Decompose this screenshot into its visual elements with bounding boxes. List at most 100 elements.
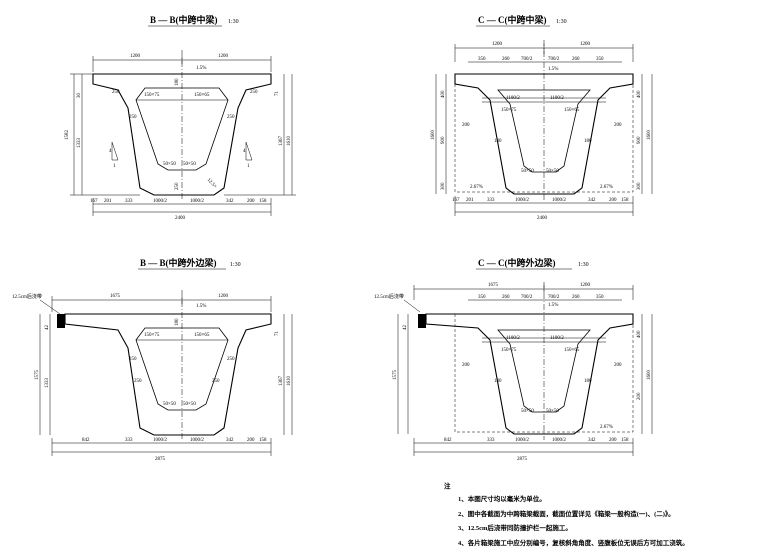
top-dim-right: 1200 — [218, 294, 229, 299]
right-dim: 200 — [637, 392, 642, 400]
bottom-dim: 200 — [609, 198, 617, 203]
inner-cell — [135, 87, 229, 171]
note-item: 2、图中各截面为中跨箱梁截面，截面位置详见《箱梁一般构造(一)、(二)》。 — [458, 509, 675, 518]
bottom-dim: 1000/2 — [153, 438, 167, 443]
bottom-dim: 333 — [487, 438, 495, 443]
panel-title: B — B(中跨中梁) — [150, 14, 218, 25]
bottom-dim: 201 — [104, 199, 112, 204]
inner-label: 50×50 — [521, 409, 534, 414]
left-dim-top: 42 — [45, 325, 50, 331]
bottom-dim: 342 — [226, 199, 234, 204]
bottom-dim: 1000/2 — [190, 438, 204, 443]
inner-label: 200 — [614, 363, 622, 368]
slope-label: 1.5% — [196, 304, 206, 309]
left-dim-web: 1333 — [45, 378, 50, 389]
top-dim-right: 1200 — [218, 54, 229, 59]
inner-label: 1100/2 — [506, 96, 520, 101]
right-dim: 900 — [637, 136, 642, 144]
top-sub-dim: 700/2 — [521, 295, 533, 300]
panel-cc-exterior: C — C(中跨外边梁) 1:30 1675 1200 1.5% 12.5cm后… — [374, 257, 653, 462]
bottom-dim: 158 — [621, 438, 629, 443]
inner-cell — [135, 327, 229, 411]
note-item: 1、本图尺寸均以毫米为单位。 — [458, 494, 546, 503]
inner-label: 150×75 — [501, 108, 517, 113]
inner-label: 200 — [462, 123, 470, 128]
bottom-dim: 1000/2 — [552, 198, 566, 203]
left-dim-height: 1575 — [393, 370, 398, 381]
haunch-label: 50×50 — [163, 402, 176, 407]
left-dim-top: 30 — [77, 93, 82, 99]
haunch-label: 150×75 — [144, 333, 160, 338]
inner-cell — [497, 89, 591, 173]
top-dim-right: 1200 — [580, 42, 591, 47]
bottom-dim: 200 — [247, 438, 255, 443]
bottom-dim: 158 — [259, 199, 267, 204]
panel-cc-middle: C — C(中跨中梁) 1:30 1200 1200 350 260 700/2… — [431, 14, 653, 221]
right-dim: 400 — [637, 330, 642, 338]
corner-note: 12.5× — [206, 178, 218, 190]
web-label: 250 — [227, 115, 235, 120]
left-dim-height: 1575 — [35, 370, 40, 381]
inner-label: 150×65 — [564, 108, 580, 113]
inner-label: 150×65 — [564, 348, 580, 353]
right-dim-web: 1367 — [279, 376, 284, 387]
edge-label: 12.5cm后浇带 — [374, 293, 404, 300]
notes-block: 注 1、本图尺寸均以毫米为单位。 2、图中各截面为中跨箱梁截面，截面位置详见《箱… — [444, 481, 689, 547]
top-sub-dim: 350 — [478, 295, 486, 300]
right-dim-top: 71 — [275, 91, 280, 97]
panel-title: C — C(中跨外边梁) — [478, 257, 556, 268]
note-item: 4、各片箱梁施工中应分别编号，复核斜角角度、竖腹板位无误后方可加工浇筑。 — [458, 538, 689, 547]
box-girder-outline — [425, 313, 634, 435]
wet-joint-block — [57, 314, 65, 328]
left-dim: 900 — [441, 136, 446, 144]
top-dim-left: 1200 — [130, 54, 141, 59]
inner-label: 180 — [584, 139, 592, 144]
bottom-dim: 158 — [621, 198, 629, 203]
svg-text:1: 1 — [247, 164, 250, 169]
haunch-label: 50×50 — [183, 402, 196, 407]
top-sub-dim: 260 — [502, 57, 510, 62]
haunch-label: 50×50 — [163, 162, 176, 167]
bottom-dim: 201 — [466, 198, 474, 203]
slope-label: 1.5% — [548, 67, 558, 72]
top-dim-left: 1675 — [110, 294, 121, 299]
bottom-dim: 158 — [259, 438, 267, 443]
panel-scale: 1:30 — [578, 262, 589, 268]
edge-label: 12.5cm后浇带 — [12, 293, 42, 300]
right-dim: 300 — [637, 182, 642, 190]
left-dim: 400 — [441, 90, 446, 98]
panel-scale: 1:30 — [228, 19, 239, 25]
web-label: 250 — [129, 115, 137, 120]
top-sub-dim: 260 — [502, 295, 510, 300]
web-label: 250 — [134, 379, 142, 384]
bottom-dim: 1000/2 — [515, 438, 529, 443]
inner-label: 1100/2 — [506, 336, 520, 341]
bottom-dim: 333 — [125, 199, 133, 204]
bottom-dim: 1000/2 — [515, 198, 529, 203]
center-label: 180 — [175, 78, 180, 86]
bottom-dim: 167 — [452, 198, 460, 203]
total-dim: 2400 — [537, 216, 548, 221]
web-label: 250 — [129, 357, 137, 362]
top-sub-dim: 350 — [478, 57, 486, 62]
top-dim-right: 1200 — [580, 283, 591, 288]
bottom-dim: 342 — [588, 198, 596, 203]
right-dim-height: 1610 — [287, 376, 292, 387]
total-dim: 2875 — [517, 457, 528, 462]
slope-label: 1.5% — [196, 66, 206, 71]
panel-title: B — B(中跨外边梁) — [140, 257, 217, 268]
inner-label: 200 — [614, 123, 622, 128]
haunch-label: 150×65 — [194, 333, 210, 338]
total-dim: 2875 — [155, 457, 166, 462]
bottom-dim: 333 — [487, 198, 495, 203]
left-dim: 300 — [441, 182, 446, 190]
notes-heading: 注 — [444, 481, 451, 490]
bottom-dim: 1000/2 — [190, 199, 204, 204]
left-dim-web: 1333 — [77, 138, 82, 149]
center-label: 250 — [175, 182, 180, 190]
inner-label: 50×50 — [546, 169, 559, 174]
panel-title: C — C(中跨中梁) — [478, 14, 547, 25]
right-dim: 400 — [637, 90, 642, 98]
bottom-dim: 200 — [609, 438, 617, 443]
